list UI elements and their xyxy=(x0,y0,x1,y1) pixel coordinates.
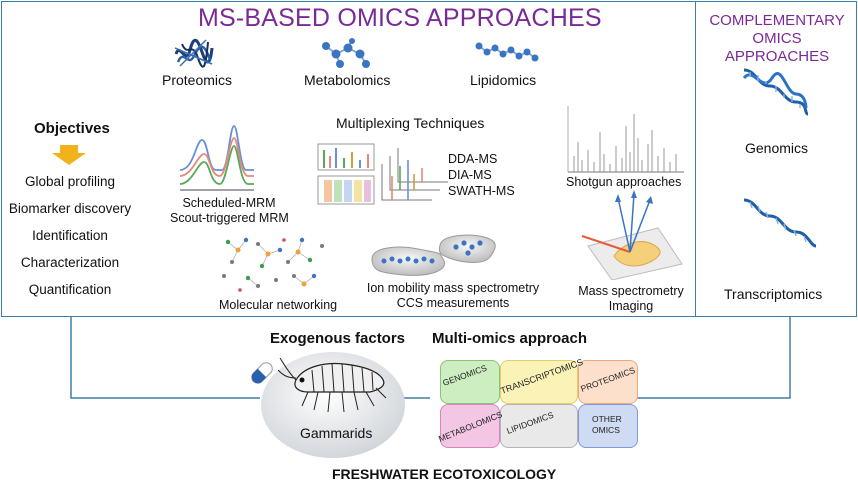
multi-omics-tile-labels: GENOMICS TRANSCRIPTOMICS PROTEOMICS META… xyxy=(437,357,637,444)
down-arrow-icon xyxy=(52,145,86,165)
tile-label-transcriptomics: TRANSCRIPTOMICS xyxy=(499,357,584,396)
ms-imaging-icon xyxy=(581,190,683,280)
lipidomics-lipid-chain-icon xyxy=(475,42,539,62)
tile-proteomics xyxy=(578,360,638,404)
tile-label-omics: OMICS xyxy=(592,425,620,435)
ms-panel-title: MS-BASED OMICS APPROACHES xyxy=(198,4,602,32)
gammarids-label: Gammarids xyxy=(300,425,373,441)
genomics-label: Genomics xyxy=(745,140,809,156)
complementary-title: COMPLEMENTARY OMICS APPROACHES xyxy=(700,12,854,66)
molecular-network-icon xyxy=(222,237,324,292)
genomics-double-helix-icon xyxy=(742,68,809,116)
shotgun-label: Shotgun approaches xyxy=(566,175,682,189)
lipidomics-label: Lipidomics xyxy=(470,72,537,88)
mrm-label: Scheduled-MRM Scout-triggered MRM xyxy=(170,196,289,226)
tile-label-metabolomics: METABOLOMICS xyxy=(437,409,504,444)
metabolomics-molecule-icon xyxy=(322,38,370,68)
tile-transcriptomics xyxy=(500,360,578,404)
molecular-networking-label: Molecular networking xyxy=(219,298,338,312)
complementary-title-line2: OMICS APPROACHES xyxy=(724,30,830,65)
ion-mobility-label: Ion mobility mass spectrometry CCS measu… xyxy=(358,281,548,311)
multiplexing-items: DDA-MS DIA-MS SWATH-MS xyxy=(448,151,518,199)
objectives-list: Global profiling Biomarker discovery Ide… xyxy=(6,168,134,303)
ms-imaging-label: Mass spectrometry Imaging xyxy=(572,284,690,314)
exogenous-factors-heading: Exogenous factors xyxy=(270,330,406,347)
objective-item: Global profiling xyxy=(24,174,116,189)
swath-ms-label: SWATH-MS xyxy=(448,184,515,198)
ms-imaging-line2: Imaging xyxy=(608,299,654,313)
transcriptomics-label: Transcriptomics xyxy=(724,286,823,302)
mrm-label-line1: Scheduled-MRM xyxy=(182,196,276,210)
multi-omics-heading: Multi-omics approach xyxy=(432,330,588,347)
transcriptomics-single-strand-icon xyxy=(743,198,817,248)
complementary-title-line1: COMPLEMENTARY xyxy=(709,12,845,29)
tile-lipidomics xyxy=(500,404,578,448)
objectives-heading: Objectives xyxy=(34,120,110,137)
objective-item: Biomarker discovery xyxy=(8,201,132,216)
complementary-omics-panel xyxy=(695,1,857,317)
ion-mobility-line2: CCS measurements xyxy=(396,296,510,310)
metabolomics-label: Metabolomics xyxy=(304,72,391,88)
tile-label-lipidomics: LIPIDOMICS xyxy=(505,410,555,436)
tile-genomics xyxy=(440,360,500,404)
tile-other-omics xyxy=(578,404,638,448)
multiplexing-heading: Multiplexing Techniques xyxy=(336,115,485,131)
objective-item: Identification xyxy=(32,228,108,243)
objective-item: Quantification xyxy=(28,282,112,297)
pill-capsule-icon xyxy=(251,362,273,384)
dia-ms-label: DIA-MS xyxy=(448,168,492,182)
shotgun-mass-spectrum-icon xyxy=(567,106,684,173)
ion-mobility-line1: Ion mobility mass spectrometry xyxy=(366,281,540,295)
tile-label-proteomics: PROTEOMICS xyxy=(579,365,636,394)
proteomics-protein-icon xyxy=(174,38,214,68)
freshwater-ecotoxicology-footer: FRESHWATER ECOTOXICOLOGY xyxy=(332,466,557,482)
gammarid-amphipod-icon xyxy=(278,357,387,413)
ms-imaging-line1: Mass spectrometry xyxy=(578,284,684,298)
tile-metabolomics xyxy=(440,404,500,448)
tile-label-genomics: GENOMICS xyxy=(441,363,488,388)
ion-mobility-cells-icon xyxy=(371,234,496,276)
dda-spectra-icon xyxy=(317,143,375,205)
mrm-label-line2: Scout-triggered MRM xyxy=(170,211,289,225)
dda-ms-label: DDA-MS xyxy=(448,152,498,166)
tile-label-other: OTHER xyxy=(592,414,622,424)
proteomics-label: Proteomics xyxy=(162,72,233,88)
mrm-chromatogram-icon xyxy=(179,125,254,191)
dia-spectra-stack-icon xyxy=(381,148,448,201)
objective-item: Characterization xyxy=(20,255,120,270)
